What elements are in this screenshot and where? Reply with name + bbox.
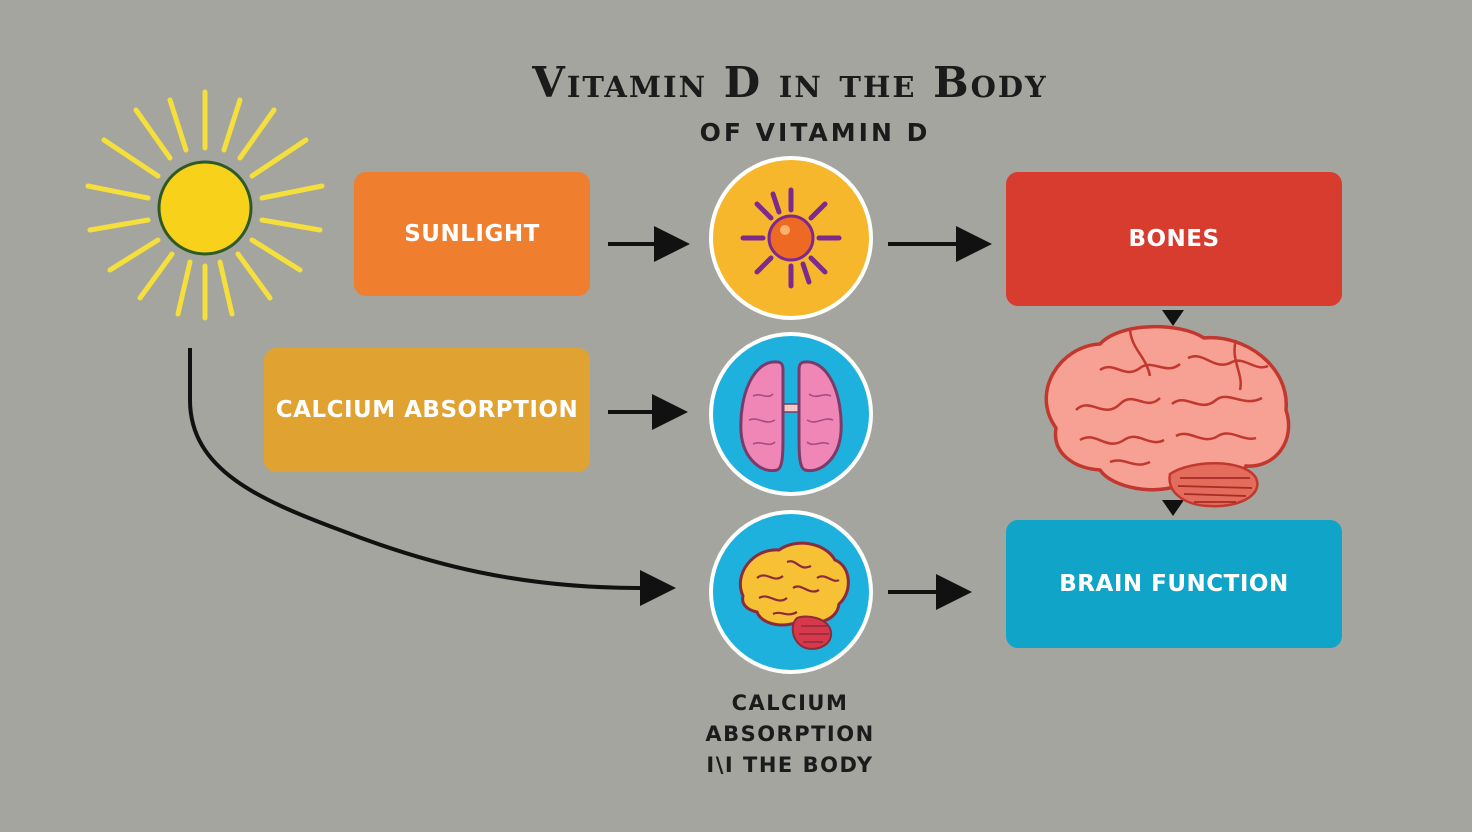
lungs-icon [739, 360, 843, 473]
bottom-caption: CALCIUM ABSORPTION I\I THE BODY [680, 688, 900, 781]
brain-icon [738, 541, 850, 650]
calcium-absorption-label: CALCIUM ABSORPTION [275, 397, 579, 423]
lungs-circle [709, 332, 873, 496]
brain-function-box: BRAIN FUNCTION [1006, 520, 1342, 648]
sun-circle [709, 156, 873, 320]
caption-line-2: ABSORPTION [705, 722, 875, 746]
arrow-bones-to-brain [1162, 310, 1184, 326]
caption-line-3: I\I THE BODY [706, 753, 874, 777]
brain-circle [709, 510, 873, 674]
sun-molecule-icon [740, 187, 842, 289]
bones-box: BONES [1006, 172, 1342, 306]
bones-label: BONES [1128, 226, 1220, 252]
arrow-sun-circle-to-bones [888, 226, 992, 262]
arrow-brain-to-brain-function [1162, 500, 1184, 516]
arrow-sunlight-to-sun-circle [608, 226, 690, 262]
brain-function-label: BRAIN FUNCTION [1059, 571, 1289, 597]
calcium-absorption-box: CALCIUM ABSORPTION [264, 348, 590, 472]
arrow-brain-circle-to-brain-function [888, 574, 972, 610]
sunlight-label: SUNLIGHT [404, 221, 540, 247]
page-subtitle: OF VITAMIN D [699, 118, 931, 147]
sunlight-box: SUNLIGHT [354, 172, 590, 296]
page-title: Vitamin D in the Body [532, 58, 1048, 107]
caption-line-1: CALCIUM [731, 691, 849, 715]
curve-sun-to-brain-circle [188, 348, 676, 606]
arrow-calcium-to-lungs [608, 394, 688, 430]
